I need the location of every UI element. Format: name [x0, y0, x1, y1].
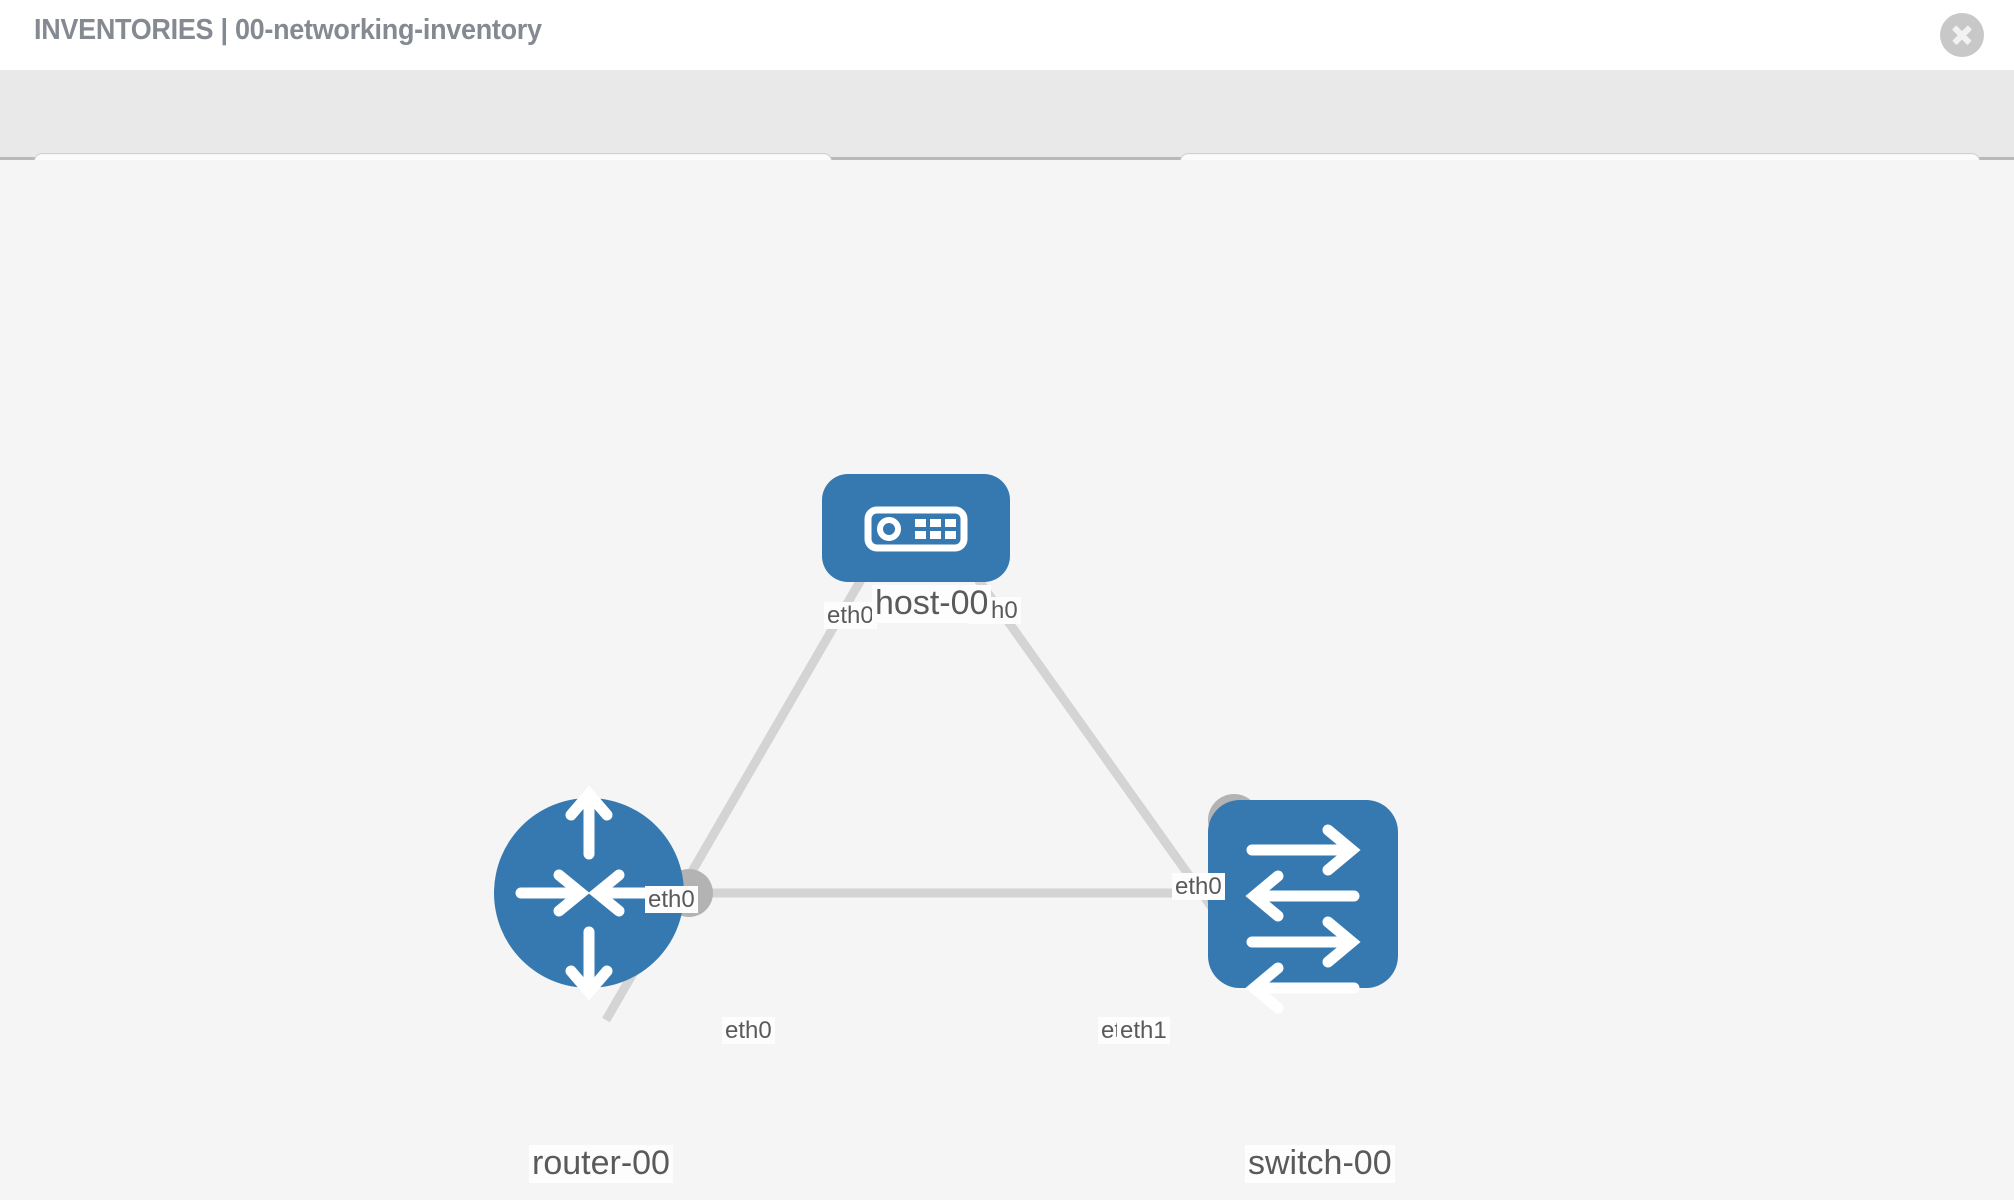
- topology-canvas[interactable]: eth0 eth0 eth0 eth0 eth0 eth0 eth1 host-…: [0, 160, 2014, 1200]
- page-title: INVENTORIES | 00-networking-inventory: [34, 14, 542, 46]
- router-arrows-icon: [515, 785, 663, 1001]
- interface-label: eth0: [824, 602, 877, 630]
- node-switch-00: [1208, 800, 1398, 1014]
- interface-label: eth0: [645, 886, 698, 914]
- topology-toolbar: ACTIONS SEARCH: [0, 70, 2014, 206]
- topology-graph: [494, 474, 1398, 1023]
- node-router-00: [494, 785, 684, 1001]
- node-host-00-shape: [822, 474, 1010, 582]
- node-label-router-00: router-00: [529, 1145, 673, 1183]
- node-label-switch-00: switch-00: [1245, 1145, 1395, 1183]
- close-icon[interactable]: [1940, 13, 1984, 57]
- node-host-00: [822, 474, 1010, 582]
- server-icon: [864, 506, 968, 552]
- interface-label: eth1: [1117, 1017, 1170, 1045]
- switch-arrows-icon: [1245, 824, 1361, 1014]
- interface-label: eth0: [722, 1017, 775, 1045]
- window-titlebar: INVENTORIES | 00-networking-inventory: [0, 0, 2014, 70]
- interface-label: eth0: [1172, 873, 1225, 901]
- node-label-host-00: host-00: [872, 585, 992, 623]
